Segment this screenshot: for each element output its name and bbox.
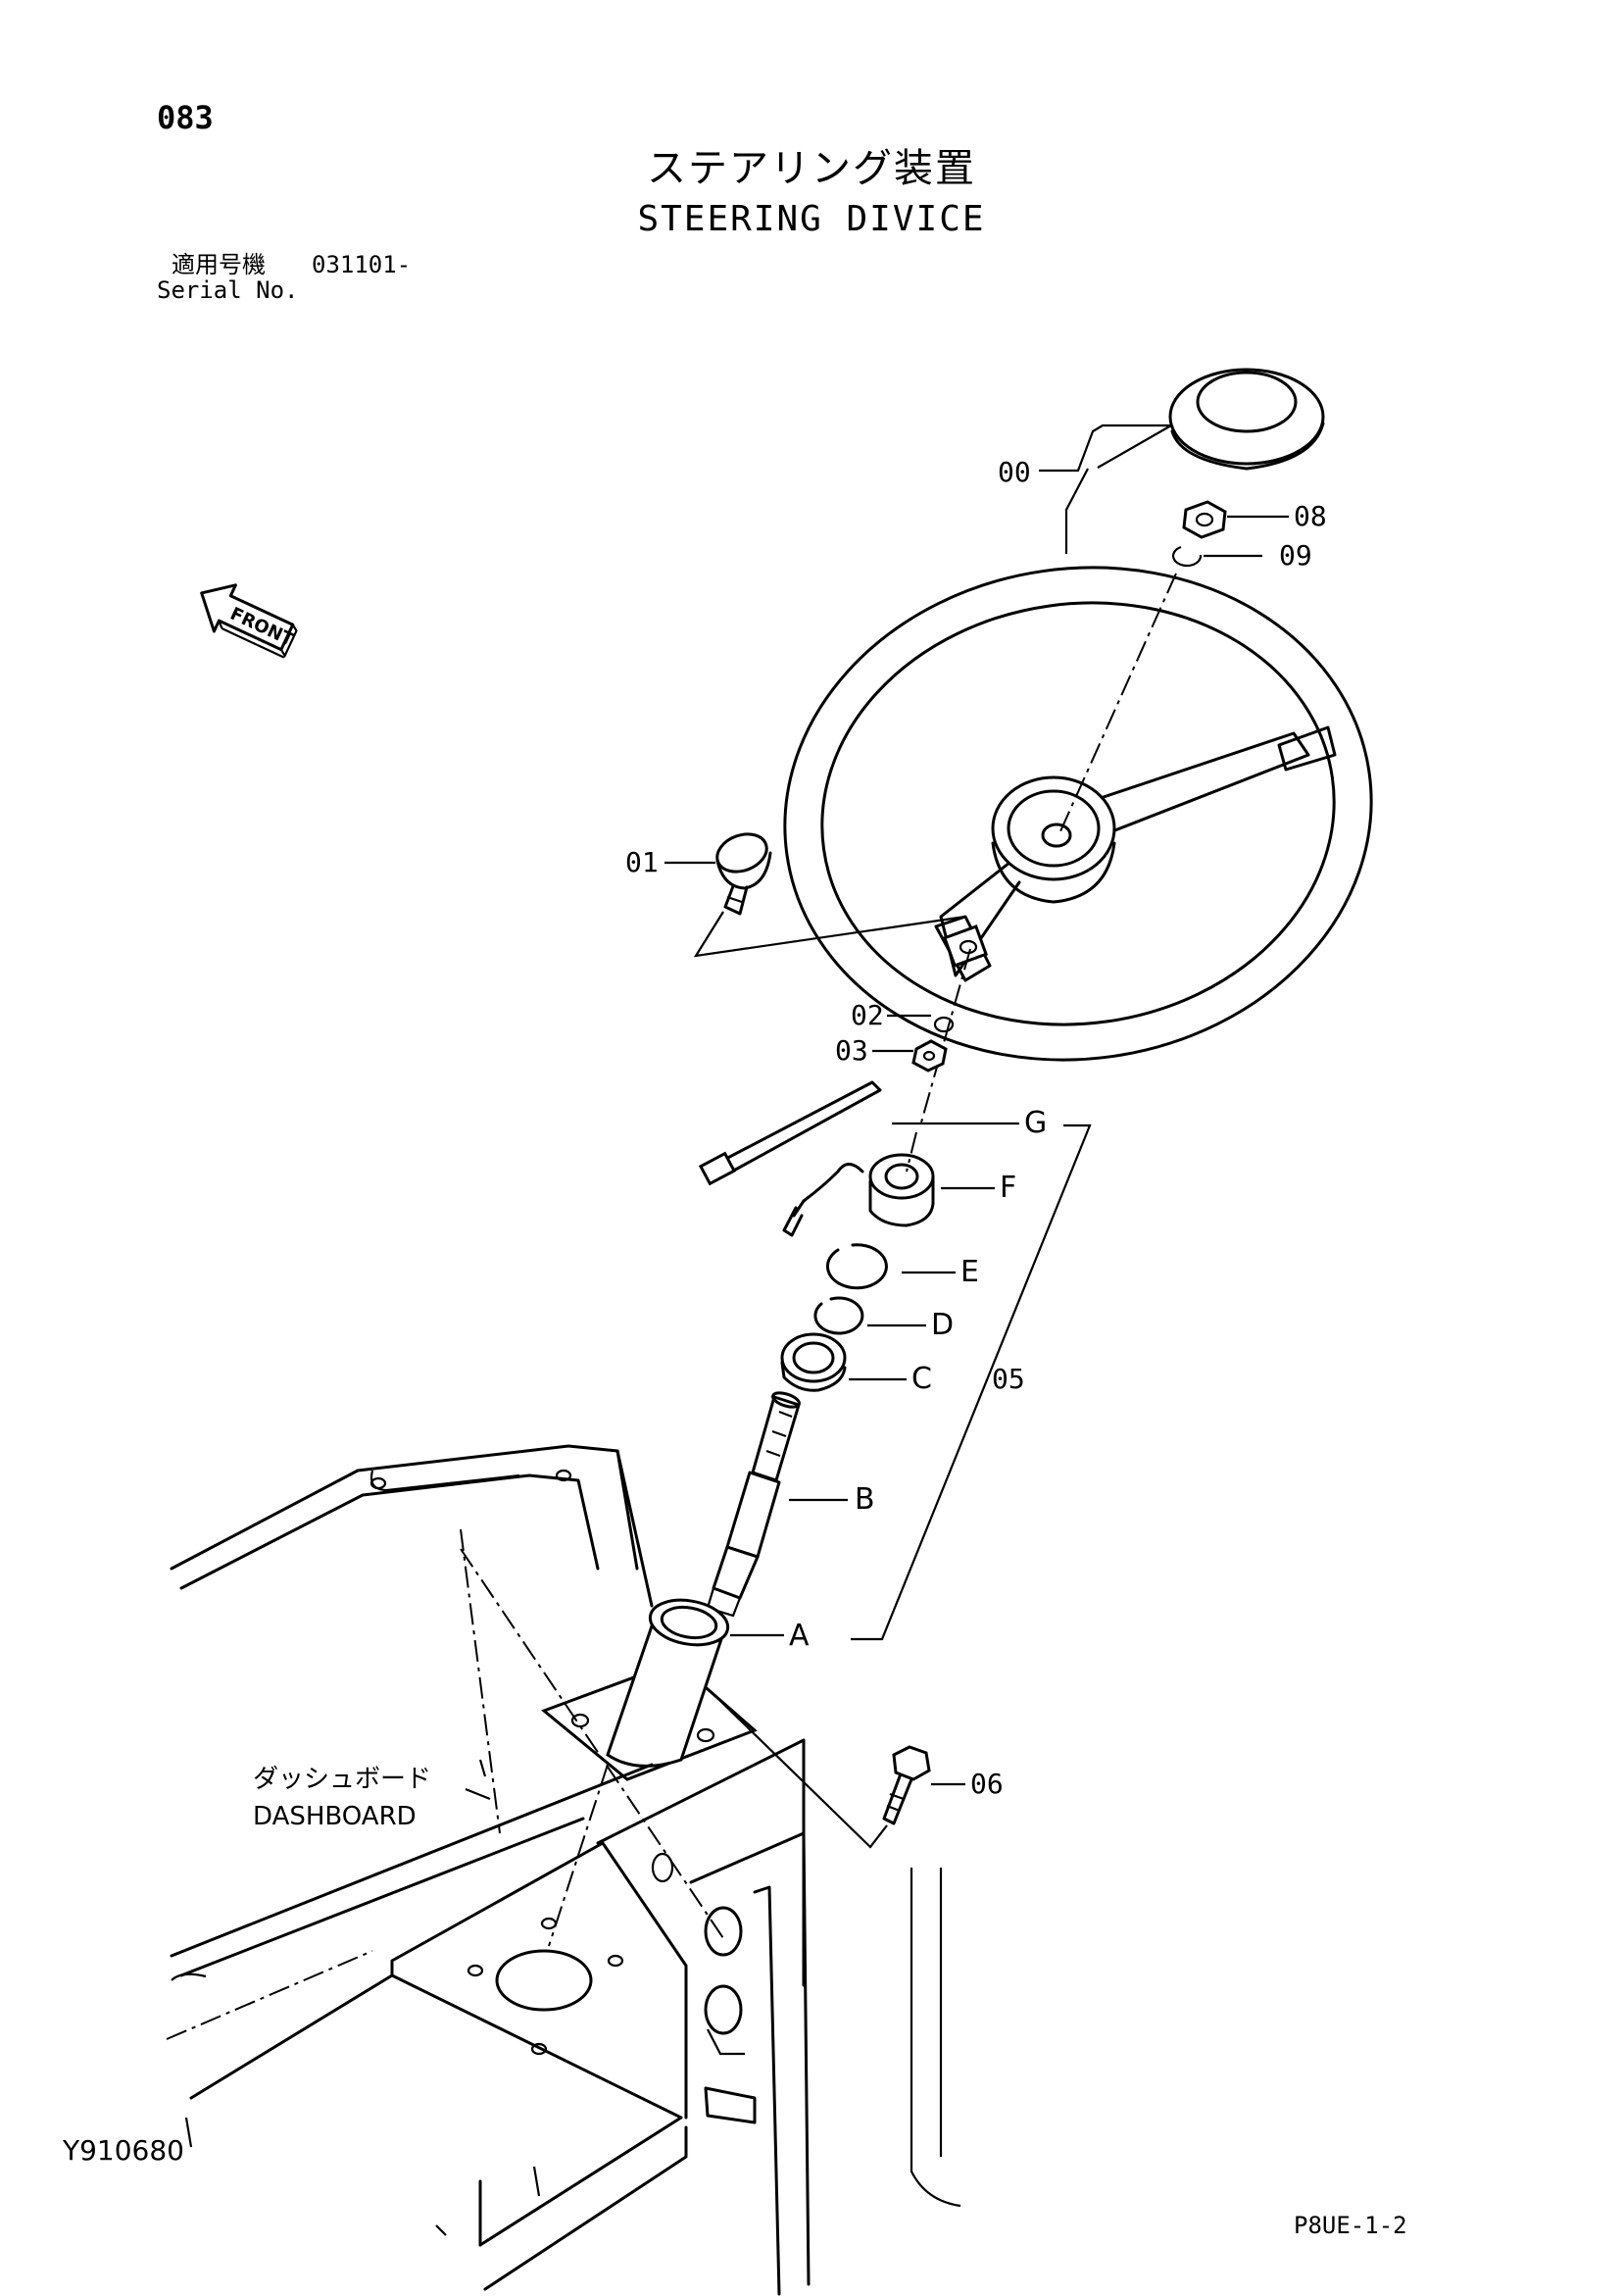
serial-label-japanese: 適用号機 bbox=[172, 251, 266, 278]
sheet-id: P8UE-1-2 bbox=[1294, 2212, 1407, 2239]
callout-06: 06 bbox=[970, 1768, 1004, 1800]
callout-00: 00 bbox=[998, 456, 1031, 488]
page-number: 083 bbox=[157, 99, 214, 136]
dashboard-label-english: DASHBOARD bbox=[253, 1802, 417, 1831]
drawing-id: Y910680 bbox=[63, 2134, 184, 2167]
callout-01: 01 bbox=[625, 846, 659, 878]
bolt-06 bbox=[882, 1745, 931, 1825]
callout-05: 05 bbox=[992, 1363, 1025, 1395]
switch-F bbox=[782, 1153, 935, 1237]
callout-B: B bbox=[855, 1482, 875, 1517]
washer-09 bbox=[1171, 545, 1203, 568]
washer-02 bbox=[933, 1016, 955, 1033]
callout-08: 08 bbox=[1294, 500, 1327, 532]
callout-G: G bbox=[1024, 1106, 1048, 1140]
shaft-B bbox=[706, 1391, 801, 1618]
callout-D: D bbox=[931, 1308, 955, 1342]
cable-tie-G bbox=[698, 1080, 882, 1186]
horn-cap bbox=[1168, 368, 1325, 471]
title-english: STEERING DIVICE bbox=[637, 199, 986, 239]
callout-F: F bbox=[1000, 1171, 1017, 1205]
serial-label-english: Serial No. bbox=[157, 276, 299, 304]
callout-E: E bbox=[960, 1255, 979, 1289]
nut-03 bbox=[911, 1039, 948, 1073]
callout-09: 09 bbox=[1279, 539, 1312, 572]
knob-01 bbox=[715, 832, 772, 916]
serial-value: 031101- bbox=[312, 251, 412, 278]
dashboard-label-japanese: ダッシュボード bbox=[253, 1765, 432, 1794]
callout-02: 02 bbox=[851, 999, 884, 1031]
column-A bbox=[541, 1598, 758, 1781]
steering-wheel bbox=[783, 566, 1373, 1062]
dashboard-frame bbox=[166, 1444, 961, 2296]
bearing-C bbox=[780, 1332, 847, 1392]
callout-C: C bbox=[911, 1362, 932, 1396]
nut-08 bbox=[1182, 500, 1227, 539]
title-japanese: ステアリング装置 bbox=[647, 146, 976, 191]
snap-ring-E bbox=[825, 1243, 888, 1290]
callout-A: A bbox=[789, 1619, 810, 1653]
front-arrow-icon: FRONT bbox=[200, 583, 298, 659]
callout-03: 03 bbox=[835, 1034, 868, 1067]
snap-ring-D bbox=[813, 1296, 864, 1335]
